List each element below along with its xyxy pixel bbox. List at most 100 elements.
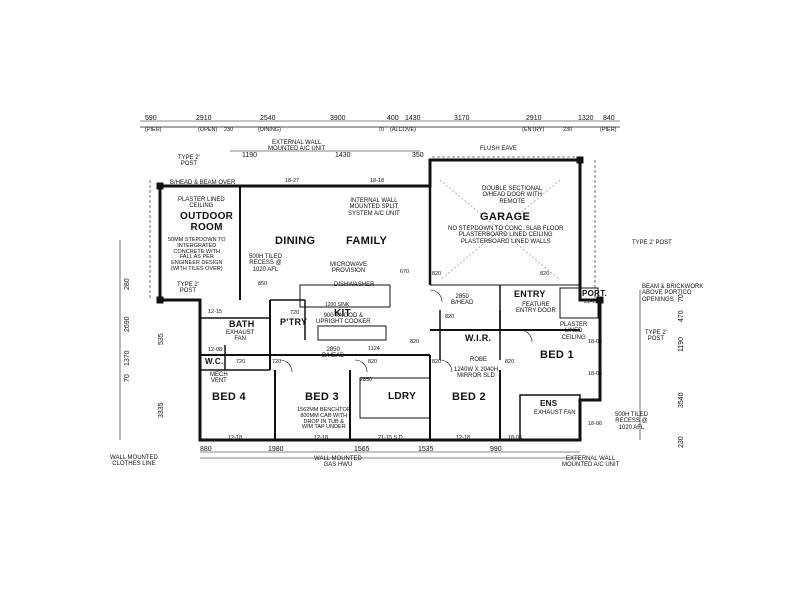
- note-bhead-2850-lower: 2850 B/HEAD: [322, 347, 345, 360]
- note-gas-hwu: WALL MOUNTED GAS HWU: [314, 456, 362, 469]
- note-bhead-2850: 2850 B/HEAD: [451, 294, 474, 307]
- door-code: 2850: [360, 377, 373, 383]
- dim-bottom-1: 1980: [268, 446, 284, 453]
- note-sink: 1200 SINK: [325, 302, 350, 308]
- room-label-bed4: BED 4: [212, 391, 246, 403]
- dim-right-4: 230: [678, 436, 685, 448]
- room-label-port: PORT.: [582, 289, 608, 298]
- dim-left-5: 535: [158, 333, 165, 345]
- note-recess-ens: 500H TILED RECESS @ 1020 AFL: [615, 412, 648, 431]
- dim-bottom-2: 1565: [354, 446, 370, 453]
- note-plaster-ceiling: PLASTER LINED CEILING: [178, 197, 225, 210]
- dim-left-2: 1370: [124, 350, 131, 366]
- door-code: 820: [445, 314, 455, 320]
- room-label-ens: ENS: [540, 399, 558, 408]
- door-code: 820: [505, 359, 515, 365]
- window-code: 18-18: [370, 178, 385, 184]
- room-label-outdoor: OUTDOOR ROOM: [180, 211, 234, 233]
- dim-top-7: 2910: [526, 115, 542, 122]
- dim-right-1: 470: [678, 310, 685, 322]
- window-code: 18-06: [508, 435, 523, 441]
- note-cooktop: 900 KNOOD & UPRIGHT COOKER: [316, 313, 371, 326]
- room-label-wc: W.C.: [205, 357, 224, 366]
- note-ext-ac-bottom: EXTERNAL WALL MOUNTED A/C UNIT: [562, 456, 620, 469]
- note-exhaust-fan: EXHAUST FAN: [226, 330, 255, 343]
- note-external-wall-ac: EXTERNAL WALL MOUNTED A/C UNIT: [268, 140, 326, 153]
- dim-top-sub-6: (ENTRY): [522, 127, 545, 133]
- note-beam-brick: BEAM & BRICKWORK ABOVE PORTICO OPENINGS: [642, 284, 704, 303]
- note-garage-floor: NO STEPDOWN TO CONC. SLAB FLOOR PLASTERB…: [448, 226, 564, 245]
- note-mech-vent: MECH VENT: [210, 372, 228, 385]
- window-code: 12-18: [314, 435, 329, 441]
- dim-top-9: 840: [603, 115, 615, 122]
- dim-top-sub-2: 230: [224, 127, 234, 133]
- note-type2-post-right2: TYPE 2' POST: [645, 330, 667, 343]
- window-code: 12-18: [456, 435, 471, 441]
- dim-top-sub-7: 230: [563, 127, 573, 133]
- note-garage-door: DOUBLE SECTIONAL O/HEAD DOOR WITH REMOTE: [482, 186, 543, 205]
- dim-top2-2: 350: [412, 152, 424, 159]
- dim-top2-1: 1430: [335, 152, 351, 159]
- door-code: 1124: [368, 346, 380, 352]
- dim-bottom-3: 1535: [418, 446, 434, 453]
- dim-top-4: 400: [387, 115, 399, 122]
- note-flush-eave: FLUSH EAVE: [480, 146, 517, 152]
- note-benchtop: 1562MM BENCHTOP 800MM CAB WITH DROP IN T…: [297, 407, 351, 431]
- dim-top-sub-4: 70: [378, 127, 385, 133]
- room-label-ptry: P'TRY: [280, 317, 308, 327]
- note-mirror-bed2: 1240W X 2040H MIRROR SLD: [454, 367, 499, 380]
- room-label-dining: DINING: [275, 235, 316, 247]
- window-code: 12-18: [228, 435, 243, 441]
- window-code: 18-27: [285, 178, 300, 184]
- dim-top-8: 1320: [578, 115, 594, 122]
- room-label-bed2: BED 2: [452, 391, 486, 403]
- dim-right-3: 3540: [678, 392, 685, 408]
- window-code: 18-08: [588, 339, 603, 345]
- window-code: 21-15 S.D.: [378, 435, 405, 441]
- room-label-bed1: BED 1: [540, 349, 574, 361]
- note-stepdown: 50MM STEPDOWN TO INTERGRATED CONCRETE WI…: [168, 237, 226, 272]
- note-type2-post-right: TYPE 2' POST: [632, 240, 672, 246]
- window-code: 21-11: [584, 299, 598, 305]
- room-label-kit: KIT: [334, 308, 352, 319]
- room-label-bath: BATH: [229, 319, 255, 329]
- dim-right-0: 1190: [678, 336, 685, 352]
- door-code: 720: [272, 359, 282, 365]
- door-code: 720: [290, 310, 300, 316]
- door-code: 820: [540, 271, 550, 277]
- room-label-family: FAMILY: [346, 235, 388, 247]
- note-dishwasher: DISHWASHER: [334, 282, 375, 288]
- dim-bottom-4: 990: [490, 446, 502, 453]
- note-internal-wall-ac: INTERNAL WALL MOUNTED SPLIT SYSTEM A/C U…: [348, 198, 400, 217]
- dim-top-0: 590: [145, 115, 157, 122]
- dim-bottom-0: 880: [200, 446, 212, 453]
- door-code: 670: [400, 269, 410, 275]
- note-recess: 500H TILED RECESS @ 1020 AFL: [249, 254, 282, 273]
- note-bhead-beam: B/HEAD & BEAM OVER: [170, 180, 236, 186]
- dim-top2-0: 1190: [242, 152, 258, 159]
- window-code: 12-15: [208, 309, 223, 315]
- dim-top-2: 2540: [260, 115, 276, 122]
- dim-top-1: 2910: [196, 115, 212, 122]
- door-code: 720: [236, 359, 246, 365]
- note-clothes-line: WALL MOUNTED CLOTHES LINE: [110, 455, 158, 468]
- door-code: 820: [432, 359, 442, 365]
- window-code: 12-08: [208, 347, 223, 353]
- window-code: 18-06: [588, 371, 603, 377]
- note-exhaust-fan-ens: EXHAUST FAN: [534, 410, 576, 416]
- note-robe: ROBE: [470, 357, 488, 363]
- dim-left-1: 2690: [124, 316, 131, 332]
- dim-left-4: 3335: [158, 402, 165, 418]
- dim-top-sub-1: (OPEN): [198, 127, 218, 133]
- room-label-ldry: LDRY: [388, 391, 417, 402]
- dim-top-6: 3170: [454, 115, 470, 122]
- room-label-entry: ENTRY: [514, 289, 546, 299]
- door-code: 850: [258, 281, 268, 287]
- dim-right-2: 70: [678, 294, 685, 302]
- note-type2-post-left: TYPE 2' POST: [177, 282, 199, 295]
- room-label-bed3: BED 3: [305, 391, 339, 403]
- door-code: 820: [410, 339, 420, 345]
- room-label-garage: GARAGE: [480, 211, 531, 223]
- dim-top-sub-0: (PIER): [145, 127, 162, 133]
